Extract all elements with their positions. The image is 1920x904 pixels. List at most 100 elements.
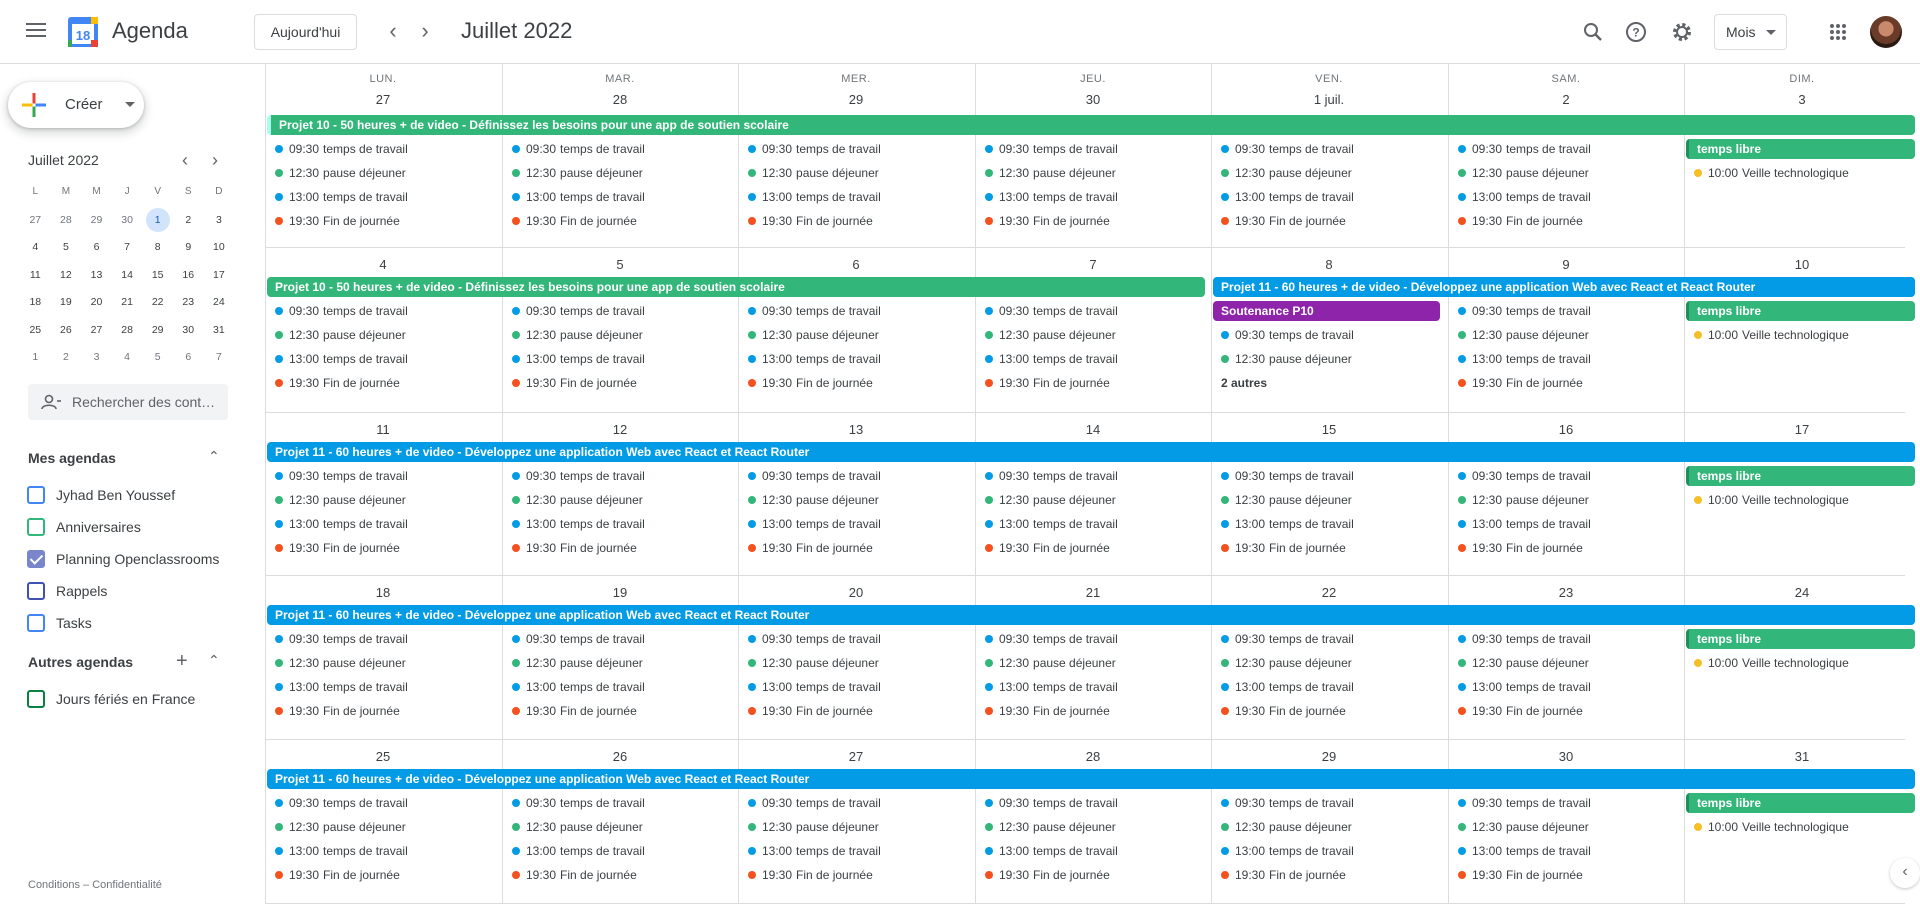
- day-number[interactable]: 22: [1321, 585, 1337, 600]
- day-number[interactable]: 24: [1794, 585, 1810, 600]
- mini-day[interactable]: 4: [20, 235, 51, 263]
- day-number[interactable]: 14: [1085, 422, 1101, 437]
- multiday-event-bar[interactable]: Projet 10 - 50 heures + de video - Défin…: [267, 115, 1915, 135]
- mini-day[interactable]: 7: [112, 235, 143, 263]
- mini-day[interactable]: 3: [204, 208, 235, 236]
- mini-prev-month-button[interactable]: ‹: [182, 150, 188, 170]
- mini-day[interactable]: 13: [81, 263, 112, 291]
- mini-day[interactable]: 2: [51, 345, 82, 373]
- mini-day[interactable]: 22: [142, 290, 173, 318]
- day-number[interactable]: 3: [1798, 92, 1806, 107]
- mini-day[interactable]: 27: [81, 318, 112, 346]
- day-number[interactable]: 12: [612, 422, 628, 437]
- my-calendars-title[interactable]: Mes agendas: [28, 450, 116, 466]
- mini-day[interactable]: 20: [81, 290, 112, 318]
- mini-day[interactable]: 30: [173, 318, 204, 346]
- multiday-event-bar[interactable]: Projet 11 - 60 heures + de video - Dével…: [267, 442, 1915, 462]
- mini-day[interactable]: 21: [112, 290, 143, 318]
- mini-day[interactable]: 31: [204, 318, 235, 346]
- day-number[interactable]: 29: [1321, 749, 1337, 764]
- prev-month-button[interactable]: ‹: [389, 18, 397, 43]
- mini-day[interactable]: 2: [173, 208, 204, 236]
- mini-day[interactable]: 9: [173, 235, 204, 263]
- search-icon[interactable]: [1578, 17, 1608, 47]
- mini-day[interactable]: 23: [173, 290, 204, 318]
- mini-day[interactable]: 28: [51, 208, 82, 236]
- mini-day[interactable]: 28: [112, 318, 143, 346]
- day-number[interactable]: 16: [1558, 422, 1574, 437]
- sunday-event-bar[interactable]: temps libre: [1686, 301, 1915, 321]
- chevron-up-icon[interactable]: ⌃: [208, 652, 220, 668]
- next-month-button[interactable]: ›: [421, 18, 429, 43]
- day-number[interactable]: 17: [1794, 422, 1810, 437]
- multiday-event-bar[interactable]: Projet 11 - 60 heures + de video - Dével…: [267, 769, 1915, 789]
- mini-day[interactable]: 15: [142, 263, 173, 291]
- add-calendar-icon[interactable]: +: [176, 650, 188, 672]
- main-menu-icon[interactable]: [22, 19, 50, 45]
- mini-day[interactable]: 10: [204, 235, 235, 263]
- day-number[interactable]: 27: [848, 749, 864, 764]
- day-number[interactable]: 27: [375, 92, 391, 107]
- mini-day[interactable]: 29: [81, 208, 112, 236]
- avatar[interactable]: [1870, 16, 1902, 48]
- day-number[interactable]: 23: [1558, 585, 1574, 600]
- day-number[interactable]: 7: [1089, 257, 1097, 272]
- calendar-checkbox[interactable]: [27, 582, 45, 600]
- mini-day[interactable]: 1: [142, 207, 173, 236]
- day-number[interactable]: 4: [379, 257, 387, 272]
- mini-day[interactable]: 25: [20, 318, 51, 346]
- day-number[interactable]: 31: [1794, 749, 1810, 764]
- mini-day[interactable]: 6: [81, 235, 112, 263]
- calendar-checkbox[interactable]: [27, 550, 45, 568]
- calendar-list-item[interactable]: Rappels: [27, 580, 107, 602]
- day-number[interactable]: 26: [612, 749, 628, 764]
- view-selector[interactable]: Mois: [1714, 14, 1787, 50]
- mini-day[interactable]: 4: [112, 345, 143, 373]
- day-number[interactable]: 10: [1794, 257, 1810, 272]
- mini-day[interactable]: 5: [142, 345, 173, 373]
- mini-next-month-button[interactable]: ›: [212, 150, 218, 170]
